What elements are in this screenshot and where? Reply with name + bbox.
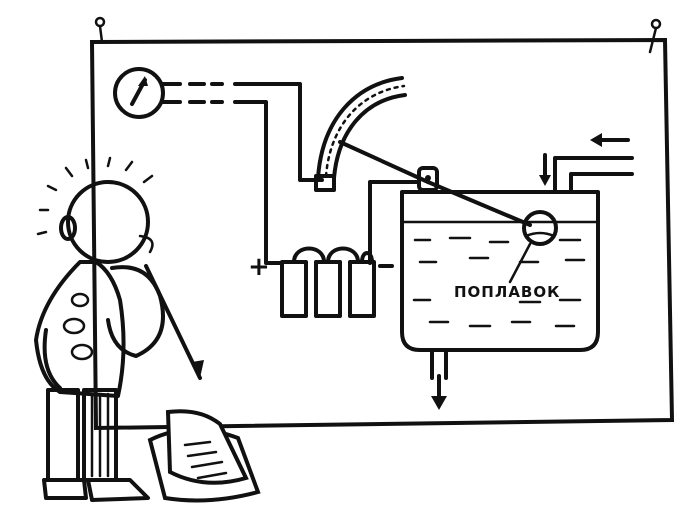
pin-icon-left [94, 16, 106, 44]
arrow-icon-outflow [431, 396, 447, 410]
arrow-icon-vent [539, 153, 551, 186]
pivot-wire [368, 180, 421, 265]
battery-icon [280, 246, 376, 318]
paper-sheets [147, 409, 261, 503]
engineer-character [34, 156, 204, 502]
rheostat-coil [314, 76, 407, 192]
drawing-board [89, 37, 675, 431]
outlet-pipe [430, 348, 448, 400]
inlet-pipe [553, 156, 634, 194]
lever-arm [338, 140, 532, 227]
float-icon [508, 210, 558, 284]
arrow-icon-inflow [590, 133, 630, 147]
battery-plus-sign: + [248, 252, 270, 282]
pin-icon-right [648, 18, 662, 54]
fuel-tank [400, 190, 600, 352]
float-label: ПОПЛАВОК [454, 283, 561, 301]
gauge-icon [113, 67, 165, 119]
gauge-wires [161, 82, 324, 265]
